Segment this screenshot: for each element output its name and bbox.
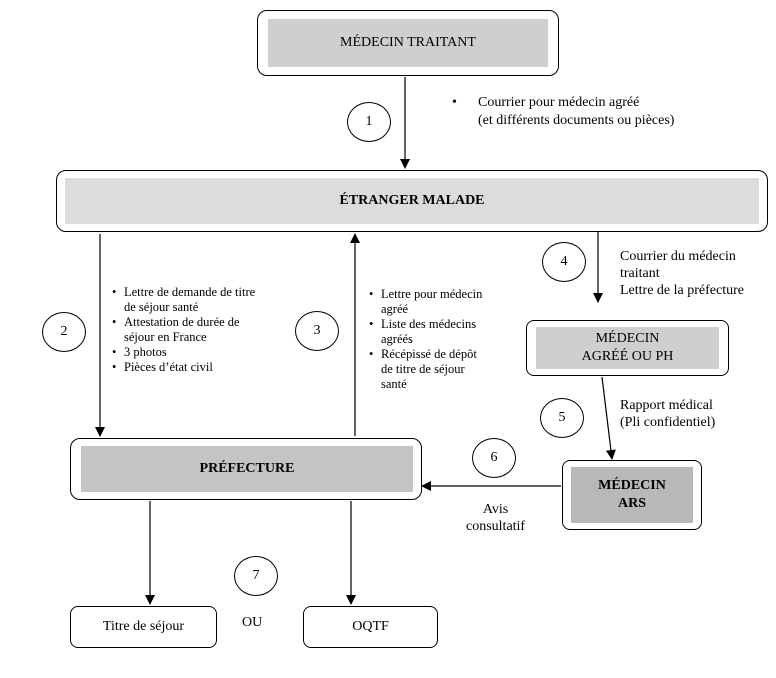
node-medecin-agree-line1: MÉDECIN [595,331,660,346]
arrow-step-5 [601,376,616,460]
step3-item: Liste des médecins agréés [369,317,489,347]
step1-documents: Courrier pour médecin agréé (et différen… [452,94,674,130]
step-circle-6: 6 [472,438,516,478]
step2-item: 3 photos [112,345,262,360]
step2-documents: Lettre de demande de titre de séjour san… [112,285,262,375]
node-medecin-agree: MÉDECIN AGRÉÉ OU PH [526,320,729,376]
step3-documents: Lettre pour médecin agréé Liste des méde… [369,287,489,392]
step1-line: Courrier pour médecin agréé (et différen… [452,94,674,130]
node-medecin-ars-label: MÉDECIN ARS [571,467,693,523]
node-prefecture-label: PRÉFECTURE [81,446,413,492]
step5-documents: Rapport médical (Pli confidentiel) [620,397,715,431]
step-circle-4: 4 [542,242,586,282]
node-medecin-traitant-label: MÉDECIN TRAITANT [268,19,548,67]
step6-line2: consultatif [466,519,526,534]
step2-item: Pièces d’état civil [112,360,262,375]
step-circle-2: 2 [42,312,86,352]
node-titre-sejour: Titre de séjour [70,606,217,648]
step5-line2: (Pli confidentiel) [620,415,716,430]
node-medecin-ars-line2: ARS [617,496,646,511]
node-etranger-malade-label: ÉTRANGER MALADE [65,178,759,224]
node-etranger-malade: ÉTRANGER MALADE [56,170,768,232]
node-medecin-ars: MÉDECIN ARS [562,460,702,530]
node-medecin-ars-line1: MÉDECIN [598,478,666,493]
step5-line1: Rapport médical [620,398,713,413]
node-prefecture: PRÉFECTURE [70,438,422,500]
step-circle-5: 5 [540,398,584,438]
ou-label: OU [242,615,263,630]
step6-line1: Avis [482,502,509,517]
step4-documents: Courrier du médecin traitant Lettre de l… [620,248,744,299]
step4-line3: Lettre de la préfecture [620,283,744,298]
step6-label: Avis consultatif [466,501,525,535]
step-circle-7: 7 [234,556,278,596]
step2-item: Attestation de durée de séjour en France [112,315,262,345]
node-oqtf: OQTF [303,606,438,648]
step4-line2: traitant [620,266,660,281]
node-medecin-agree-label: MÉDECIN AGRÉÉ OU PH [536,327,719,369]
step2-item: Lettre de demande de titre de séjour san… [112,285,262,315]
step4-line1: Courrier du médecin [620,249,736,264]
step3-item: Récépissé de dépôt de titre de séjour sa… [369,347,489,392]
step3-item: Lettre pour médecin agréé [369,287,489,317]
node-medecin-agree-line2: AGRÉÉ OU PH [581,349,674,364]
node-medecin-traitant: MÉDECIN TRAITANT [257,10,559,76]
step-circle-1: 1 [347,102,391,142]
step-circle-3: 3 [295,311,339,351]
